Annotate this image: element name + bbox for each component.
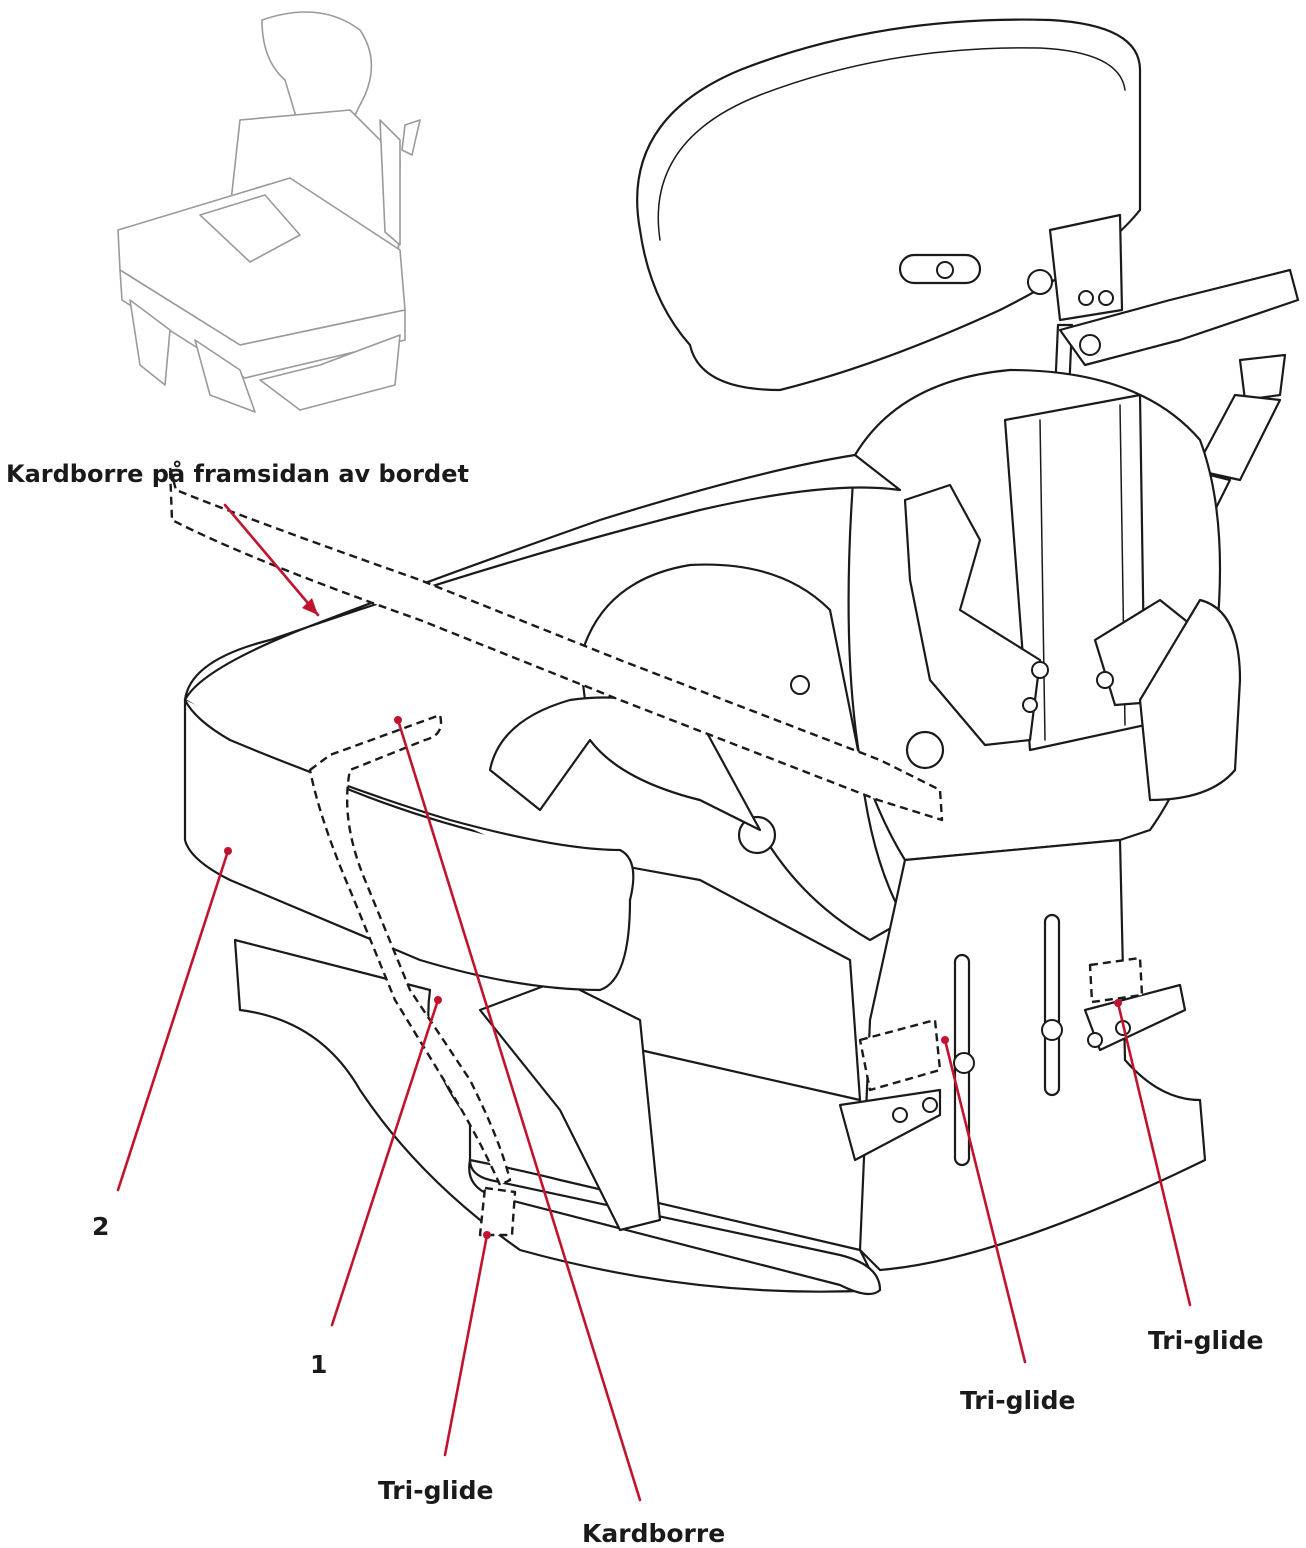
right-side-pad	[1138, 598, 1242, 802]
label-strap-2: 2	[92, 1212, 110, 1241]
back-frame	[838, 838, 1207, 1272]
seat-cushion	[183, 453, 902, 992]
arrowhead-table-velcro	[302, 598, 318, 615]
dot-strap-2	[224, 847, 232, 855]
leader-table-velcro	[223, 503, 320, 617]
strap-1	[308, 713, 1144, 1237]
leader-lines	[116, 503, 1192, 1502]
leader-strap-1	[330, 998, 440, 1327]
label-strap-1: 1	[310, 1350, 328, 1379]
label-triglide-right: Tri-glide	[1148, 1326, 1264, 1355]
label-triglide-left: Tri-glide	[378, 1476, 494, 1505]
seat-base	[233, 858, 882, 1296]
leader-triglide-mid	[943, 1038, 1027, 1364]
leader-triglide-right	[1116, 1001, 1192, 1307]
dot-triglide-mid	[941, 1036, 949, 1044]
leader-strap-2	[116, 849, 230, 1192]
dot-triglide-left	[483, 1231, 491, 1239]
dot-strap-1	[434, 996, 442, 1004]
label-kardborre: Kardborre	[582, 1519, 726, 1548]
dot-triglide-right	[1114, 999, 1122, 1007]
seat-thumbnail	[117, 11, 421, 413]
label-triglide-mid: Tri-glide	[960, 1386, 1076, 1415]
dot-kardborre	[394, 716, 402, 724]
leader-triglide-left	[443, 1233, 489, 1457]
leader-kardborre	[396, 718, 642, 1502]
strap-2	[168, 466, 944, 1092]
label-table-velcro: Kardborre på framsidan av bordet	[6, 460, 469, 488]
